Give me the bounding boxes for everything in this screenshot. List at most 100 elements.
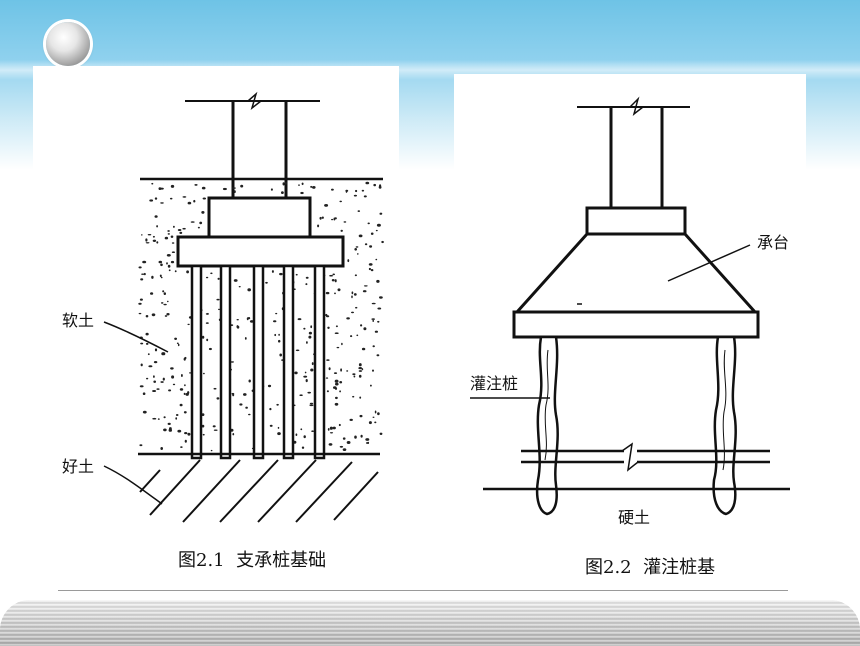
soil-speck [146,377,149,380]
soil-speck [169,197,173,200]
soil-speck [269,424,273,427]
soil-speck [186,270,190,274]
soil-speck [325,291,330,295]
soil-speck [354,248,358,251]
soil-speck [298,184,300,187]
soil-speck [358,363,362,367]
soil-speck [354,274,357,277]
soil-speck [346,441,351,444]
soil-speck [177,429,182,433]
hard-soil-label: 硬土 [618,508,651,527]
soil-speck [217,277,220,280]
soil-speck [222,187,227,191]
soil-speck [145,238,148,242]
soil-speck [166,254,171,257]
soil-speck [328,443,333,446]
soil-speck [170,235,174,238]
soil-speck [156,241,159,244]
soil-speck [161,352,166,356]
soil-speck [334,292,336,295]
good-soil-leader [103,465,163,505]
soil-speck [151,182,154,185]
soil-speck [170,184,175,188]
soil-speck [143,272,146,276]
soil-speck [340,229,343,232]
soil-speck [245,406,248,409]
soil-speck [216,397,220,400]
soil-speck [379,212,383,215]
cap-lower [176,235,345,268]
soil-speck [167,300,169,303]
soil-speck [236,325,239,329]
soil-speck [334,217,337,220]
soil-speck [166,313,170,316]
soil-speck [197,226,200,229]
soil-speck [141,273,145,275]
soil-speck [339,445,344,448]
soil-speck [177,229,182,231]
soil-speck [205,313,209,315]
soil-speck [379,296,383,299]
soil-speck [374,410,377,414]
soil-speck [248,379,251,383]
soil-speck [231,392,235,395]
soil-speck [202,197,206,200]
soil-speck [329,426,333,430]
soil-speck [153,361,158,364]
soil-speck [163,416,166,419]
soil-speck [147,353,150,356]
soil-speck [162,290,165,293]
soil-speck [295,273,298,276]
soil-speck [363,195,367,198]
soil-speck [152,235,155,238]
soil-speck [236,319,239,321]
soil-speck [154,197,158,200]
soil-speck [181,374,183,377]
soil-speck [361,347,366,351]
soil-speck [171,251,175,253]
soil-speck [142,410,147,414]
soil-speck [300,428,303,431]
soil-speck [332,426,336,430]
soil-speck [138,302,142,305]
soil-speck [168,269,171,272]
soil-speck [162,377,165,381]
soil-speck [349,418,353,421]
soil-speck [279,353,283,357]
soil-speck [334,387,338,390]
soil-speck [345,189,348,193]
footer-divider [58,590,788,591]
soil-speck [160,381,164,383]
soil-speck [305,276,309,279]
soil-speck [352,395,355,398]
soil-speck [375,229,378,232]
soil-speck [357,253,359,255]
good-soil-label: 好土 [62,457,95,476]
soil-speck [359,396,362,399]
soil-speck [210,272,213,275]
soil-speck [156,225,159,228]
soil-speck [362,290,367,293]
soil-speck [329,274,333,277]
soil-speck [309,404,314,407]
soil-speck [145,242,150,244]
soil-speck [329,432,334,434]
soil-layers [483,442,790,491]
soil-speck [213,429,218,431]
soil-speck [335,396,338,400]
soil-speck [337,288,341,292]
soil-speck [365,442,369,444]
soil-speck [319,216,322,220]
soil-speck [170,260,175,264]
soil-speck [326,315,330,318]
soil-speck [164,315,168,317]
soil-speck [309,402,314,405]
soil-speck [360,434,363,438]
soil-speck [294,371,298,375]
soil-speck [183,392,186,395]
bullet-orb-icon [46,22,90,66]
soil-speck [334,402,339,406]
soil-speck [152,417,157,420]
soil-speck [301,446,305,449]
soil-speck [205,322,209,324]
